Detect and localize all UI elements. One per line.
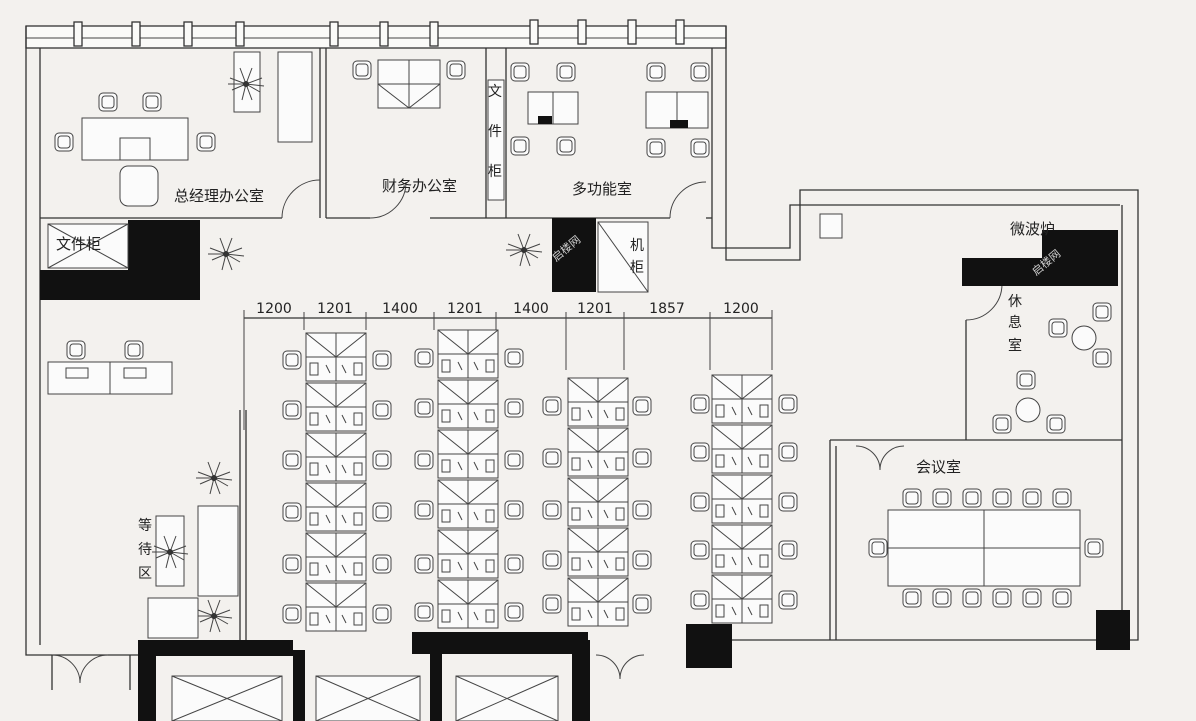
label-file-cabinet-mid-2: 件 (488, 124, 502, 140)
label-waiting-area-1: 等 (138, 517, 152, 534)
waiting-area-furniture (147, 505, 239, 639)
dimension-line (243, 310, 773, 430)
label-finance-office: 财务办公室 (382, 177, 457, 195)
label-file-cabinet-mid-3: 柜 (488, 164, 502, 180)
dimension-3: 1400 (382, 301, 418, 317)
workstation-cluster-2 (414, 329, 524, 629)
plant-1 (207, 237, 245, 271)
plant-4 (195, 599, 233, 633)
label-server-cabinet-1: 机 (630, 238, 644, 254)
label-gm-office: 总经理办公室 (174, 187, 264, 205)
label-server-cabinet-2: 柜 (630, 260, 644, 276)
meeting-table (868, 488, 1104, 608)
workstation-cluster-1 (282, 332, 392, 632)
label-file-cabinet-left: 文件柜 (56, 235, 101, 253)
label-lounge-3: 室 (1008, 337, 1022, 354)
label-multi-function-room: 多功能室 (572, 180, 632, 198)
plant-2 (505, 233, 543, 267)
microwave-cabinet (819, 213, 843, 239)
label-waiting-area-2: 待 (138, 542, 152, 558)
gm-office-furniture (54, 51, 313, 207)
label-lounge-2: 息 (1008, 314, 1022, 331)
dimension-4: 1201 (447, 301, 483, 317)
workstation-cluster-3 (542, 377, 652, 627)
label-meeting-room: 会议室 (916, 458, 961, 476)
window-mullions (73, 19, 685, 47)
dimension-8: 1200 (723, 301, 759, 317)
label-lounge-1: 休 (1008, 294, 1022, 310)
structural-columns (40, 218, 1130, 721)
multi-function-room-furniture (487, 62, 710, 201)
elevator-shafts (171, 675, 559, 721)
dimension-6: 1201 (577, 301, 613, 317)
workstation-cluster-4 (690, 374, 798, 624)
finance-office-furniture (352, 59, 466, 109)
dimension-1: 1200 (256, 301, 292, 317)
entrance-doors (51, 654, 645, 690)
lounge-furniture (992, 302, 1112, 434)
label-waiting-area-3: 区 (138, 566, 152, 582)
dimension-5: 1400 (513, 301, 549, 317)
partition-walls (40, 48, 1122, 640)
label-microwave: 微波炉 (1010, 220, 1055, 238)
reception-desks (47, 340, 173, 395)
north-window-strip (25, 25, 727, 49)
plant-3 (195, 461, 233, 495)
dimension-2: 1201 (317, 301, 353, 317)
dimension-7: 1857 (649, 301, 685, 317)
label-file-cabinet-mid-1: 文 (488, 84, 502, 100)
